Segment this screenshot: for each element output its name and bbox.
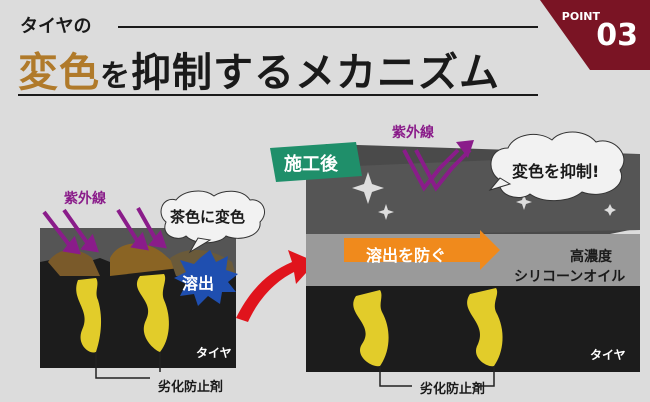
title-rest: 抑制するメカニズム xyxy=(131,50,500,96)
title-subtitle: タイヤの xyxy=(20,16,92,37)
agent-left-1 xyxy=(76,278,102,353)
bubble-text-right: 変色を抑制! xyxy=(512,162,600,181)
title-accent: 変色 xyxy=(18,50,100,96)
burst-yoshutsu xyxy=(174,250,238,306)
point-number: 03 xyxy=(596,18,638,53)
title-rule-top xyxy=(118,26,538,28)
agent-bracket-right xyxy=(379,366,495,387)
brown-discolor-left xyxy=(48,249,100,276)
oil-label-line2: シリコーンオイル xyxy=(514,269,626,285)
prevent-arrow xyxy=(344,230,500,270)
bubble-text-left: 茶色に変色 xyxy=(170,208,246,226)
agent-right-2 xyxy=(467,288,503,367)
burst-text: 溶出 xyxy=(182,274,215,293)
agent-label-left: 劣化防止剤 xyxy=(158,380,224,395)
after-ribbon xyxy=(270,142,362,182)
title-rule-bottom xyxy=(18,94,538,96)
right-tire-block xyxy=(306,144,640,372)
bubble-left xyxy=(160,190,265,244)
uv-label-right: 紫外線 xyxy=(392,125,434,141)
point-corner-badge xyxy=(530,0,650,70)
uv-arrows-left xyxy=(42,207,167,255)
title-mid: を xyxy=(100,59,131,94)
oil-label-line1: 高濃度 xyxy=(570,249,612,265)
agent-label-right: 劣化防止剤 xyxy=(420,382,486,397)
tire-label-left: タイヤ xyxy=(196,346,232,360)
uv-label-left: 紫外線 xyxy=(64,191,106,207)
agent-bracket-left xyxy=(95,352,161,379)
transfer-arrow xyxy=(236,250,316,322)
point-label: POINT xyxy=(561,10,600,23)
agent-right-1 xyxy=(353,290,389,367)
uv-arrows-right xyxy=(402,148,472,192)
prevent-arrow-text: 溶出を防ぐ xyxy=(366,246,447,265)
brown-discolor-mid xyxy=(110,243,180,276)
page-title: 変色を抑制するメカニズム xyxy=(18,40,500,98)
ribbon-text: 施工後 xyxy=(284,154,338,175)
tire-label-right: タイヤ xyxy=(590,348,626,362)
agent-left-2 xyxy=(136,274,169,352)
sparkles xyxy=(352,172,616,220)
